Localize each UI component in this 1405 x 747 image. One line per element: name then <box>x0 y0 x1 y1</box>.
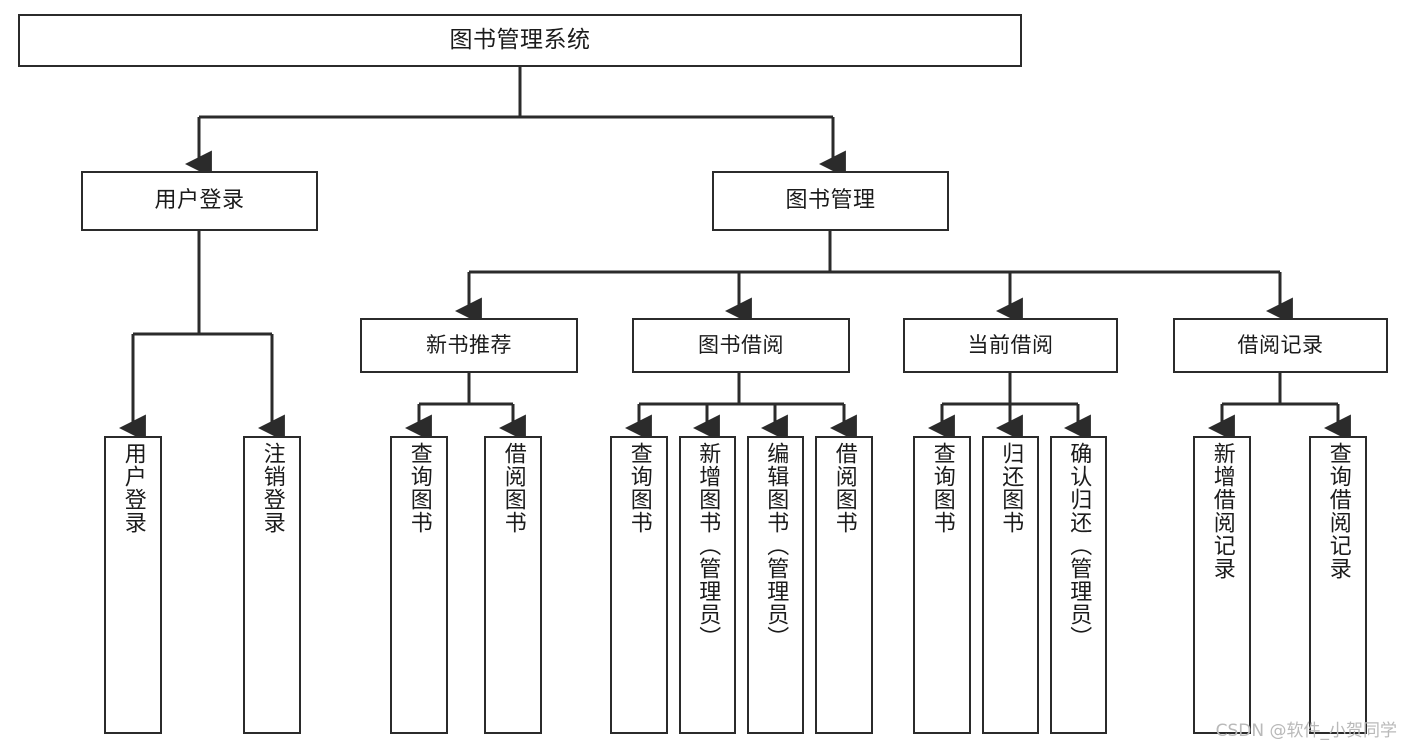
node-label: 借阅记录 <box>1237 333 1324 358</box>
node-label: 图书管理系统 <box>449 26 591 53</box>
node-book-management[interactable]: 图书管理 <box>712 171 949 231</box>
node-label: 当前借阅 <box>967 333 1054 358</box>
node-label: 查询图书 <box>929 442 955 534</box>
node-leaf-user-login[interactable]: 用户登录 <box>104 436 162 734</box>
node-label: 图书借阅 <box>698 333 784 358</box>
node-user-login[interactable]: 用户登录 <box>81 171 318 231</box>
node-leaf-edit-book-admin[interactable]: 编辑图书（管理员） <box>747 436 804 734</box>
node-borrow-record[interactable]: 借阅记录 <box>1173 318 1388 373</box>
node-label: 查询图书 <box>626 442 652 534</box>
node-label: 借阅图书 <box>831 442 857 534</box>
node-leaf-confirm-return-admin[interactable]: 确认归还（管理员） <box>1050 436 1107 734</box>
node-leaf-query-book-1[interactable]: 查询图书 <box>390 436 448 734</box>
node-label: 注销登录 <box>259 442 285 534</box>
node-label: 归还图书 <box>998 442 1024 534</box>
node-label: 编辑图书（管理员） <box>763 442 789 649</box>
node-leaf-borrow-book-1[interactable]: 借阅图书 <box>484 436 542 734</box>
node-label: 图书管理 <box>785 188 876 214</box>
node-leaf-return-book[interactable]: 归还图书 <box>982 436 1039 734</box>
node-leaf-query-book-2[interactable]: 查询图书 <box>610 436 668 734</box>
node-label: 借阅图书 <box>500 442 526 534</box>
node-label: 确认归还（管理员） <box>1066 442 1092 649</box>
node-current-borrow[interactable]: 当前借阅 <box>903 318 1118 373</box>
node-leaf-query-borrow-record[interactable]: 查询借阅记录 <box>1309 436 1367 734</box>
node-book-borrow[interactable]: 图书借阅 <box>632 318 850 373</box>
node-leaf-add-book-admin[interactable]: 新增图书（管理员） <box>679 436 736 734</box>
node-label: 用户登录 <box>120 442 146 534</box>
node-label: 新增借阅记录 <box>1209 442 1235 580</box>
node-leaf-logout-login[interactable]: 注销登录 <box>243 436 301 734</box>
node-new-book-recommend[interactable]: 新书推荐 <box>360 318 578 373</box>
node-label: 新增图书（管理员） <box>695 442 721 649</box>
node-leaf-borrow-book-2[interactable]: 借阅图书 <box>815 436 873 734</box>
csdn-watermark: CSDN @软件_小贺同学 <box>1215 721 1397 741</box>
node-label: 查询图书 <box>406 442 432 534</box>
node-leaf-add-borrow-record[interactable]: 新增借阅记录 <box>1193 436 1251 734</box>
node-label: 新书推荐 <box>426 333 512 358</box>
node-label: 查询借阅记录 <box>1325 442 1351 580</box>
node-label: 用户登录 <box>154 188 245 214</box>
node-root-system[interactable]: 图书管理系统 <box>18 14 1022 67</box>
node-leaf-query-book-3[interactable]: 查询图书 <box>913 436 971 734</box>
